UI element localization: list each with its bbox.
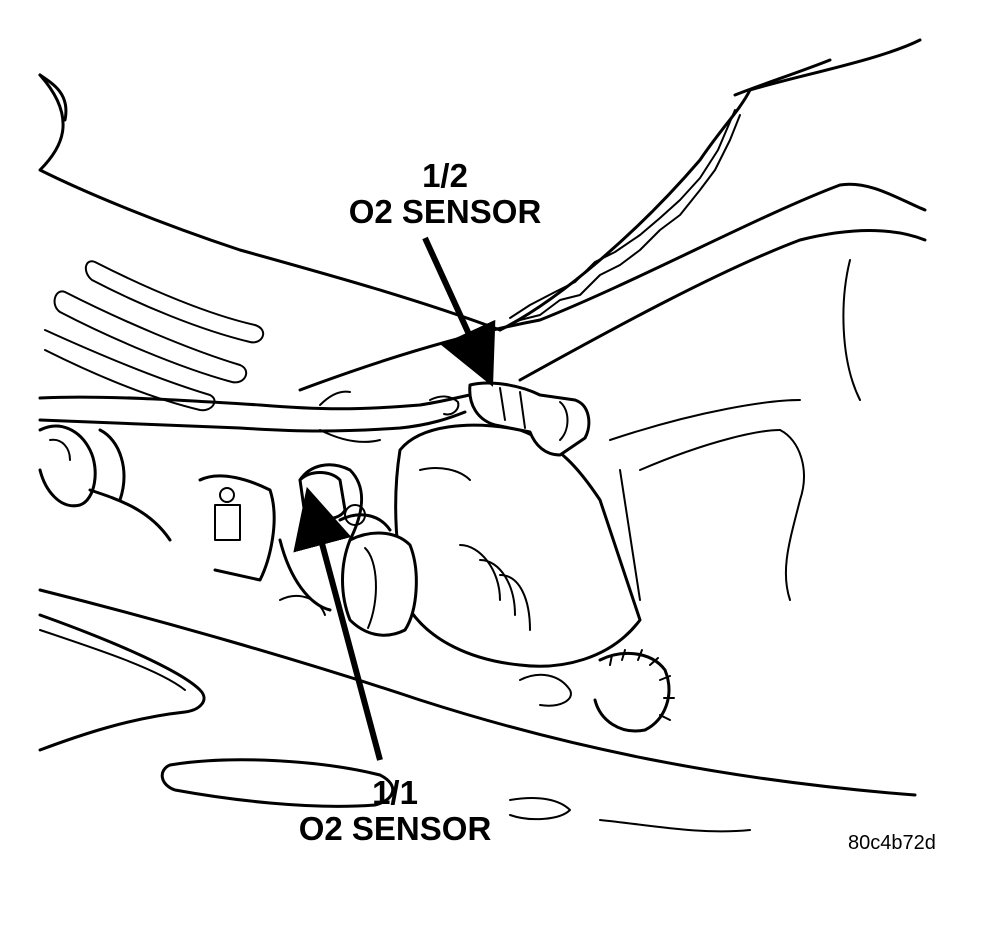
exhaust-flange	[519, 649, 675, 733]
lower-floor-panel	[38, 588, 917, 833]
callout-downstream-position: 1/2	[422, 157, 468, 194]
o2-sensor-downstream	[468, 381, 591, 457]
callout-downstream-name: O2 SENSOR	[348, 193, 542, 230]
leader-arrows	[293, 236, 496, 761]
callout-downstream-o2-sensor: 1/2 O2 SENSOR	[330, 158, 560, 230]
engine-mount-area	[38, 424, 392, 616]
callout-upstream-o2-sensor: 1/1 O2 SENSOR	[280, 775, 510, 847]
callout-upstream-name: O2 SENSOR	[298, 810, 492, 847]
callout-upstream-position: 1/1	[372, 774, 418, 811]
o2-sensor-upstream	[298, 471, 347, 521]
upper-floor-pan	[38, 38, 922, 332]
figure-code: 80c4b72d	[848, 832, 936, 854]
floor-tunnel	[298, 182, 927, 601]
arrow-to-downstream-sensor	[422, 236, 496, 387]
arrow-to-upstream-sensor	[293, 486, 383, 761]
catalytic-converter	[341, 423, 642, 668]
floor-ribs	[44, 260, 265, 412]
wiring-harness	[38, 390, 472, 443]
